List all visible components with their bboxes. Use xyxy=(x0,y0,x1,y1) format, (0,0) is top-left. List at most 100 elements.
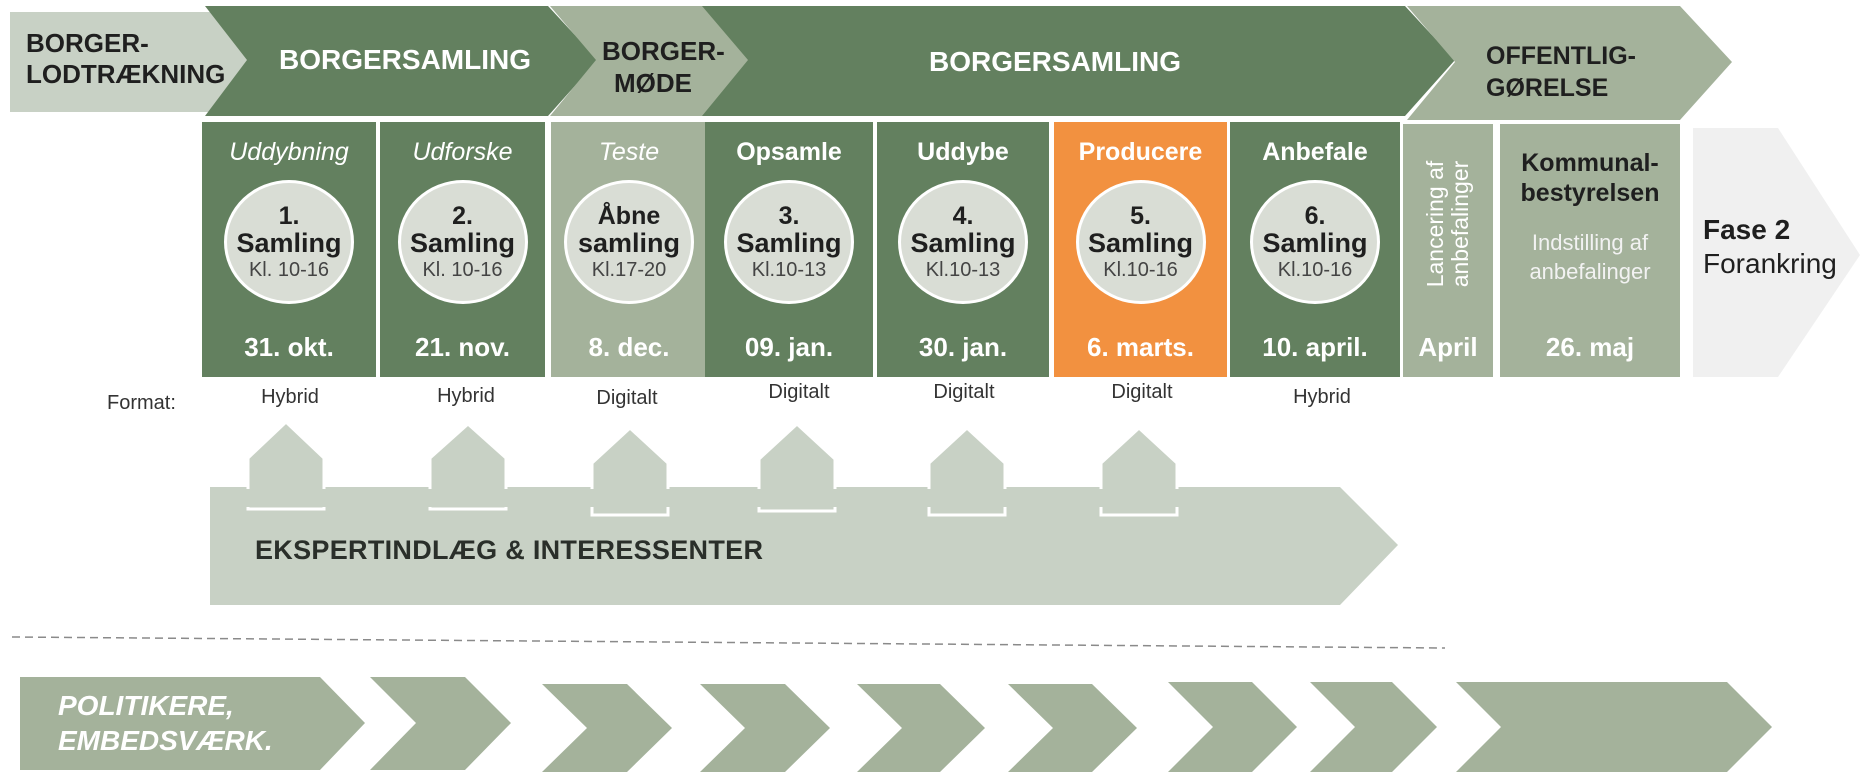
session-head: Opsamle xyxy=(736,138,842,166)
label-borger-lodtraekning: BORGER- LODTRÆKNING xyxy=(26,28,225,90)
politikere-chevron-2 xyxy=(542,684,672,772)
label-offentliggorelse-line1: OFFENTLIG- xyxy=(1486,42,1636,70)
kommunal-sub-line1: Indstilling af xyxy=(1531,230,1649,255)
fase2-label: Fase 2 Forankring xyxy=(1703,213,1837,281)
format-value-7: Hybrid xyxy=(1293,386,1351,408)
session-date: 30. jan. xyxy=(918,332,1008,362)
label-borgermode-line2: MØDE xyxy=(614,68,692,98)
format-value-3: Digitalt xyxy=(596,387,658,409)
session-time: Kl.10-16 xyxy=(1103,258,1178,281)
kommunal-sub: Indstilling af anbefalinger xyxy=(1500,228,1680,286)
session-box-7: Anbefale 6. Samling Kl.10-16 10. april. xyxy=(1230,122,1400,377)
label-borgersamling-1: BORGERSAMLING xyxy=(279,44,531,75)
lancering-box: Lancering af anbefalinger April xyxy=(1403,124,1493,377)
politikere-line1: POLITIKERE, xyxy=(58,690,234,721)
politikere-arrow-end xyxy=(1456,682,1772,772)
format-label: Format: xyxy=(107,392,176,414)
session-date: 31. okt. xyxy=(244,332,334,362)
session-circle: 4. Samling Kl.10-13 xyxy=(898,180,1028,304)
session-box-5: Uddybe 4. Samling Kl.10-13 30. jan. xyxy=(877,122,1049,377)
session-box-1: Uddybning 1. Samling Kl. 10-16 31. okt. xyxy=(202,122,376,377)
dashed-separator xyxy=(11,636,1446,649)
politikere-chevron-5 xyxy=(1008,684,1137,772)
label-offentliggorelse-line2: GØRELSE xyxy=(1486,74,1609,102)
fase2-sub: Forankring xyxy=(1703,248,1837,279)
session-time: Kl. 10-16 xyxy=(248,258,330,281)
session-label: Samling xyxy=(736,228,842,259)
label-offentliggorelse: OFFENTLIG- GØRELSE xyxy=(1486,40,1636,104)
format-value-6: Digitalt xyxy=(1111,381,1173,403)
session-time: Kl.10-13 xyxy=(751,258,827,281)
format-value-4: Digitalt xyxy=(768,381,830,403)
session-head: Teste xyxy=(598,138,660,166)
session-circle: 3. Samling Kl.10-13 xyxy=(724,180,854,304)
label-borgermode-line1: BORGER- xyxy=(602,36,725,66)
lancering-vertical-text: Lancering af anbefalinger xyxy=(1422,160,1473,288)
politikere-chevron-4 xyxy=(857,684,985,772)
kommunal-date: 26. maj xyxy=(1545,332,1635,362)
session-circle: 5. Samling Kl.10-16 xyxy=(1075,180,1206,304)
session-label: Samling xyxy=(236,228,342,259)
label-borger-lodtraekning-line1: BORGER- xyxy=(26,28,149,58)
session-number: 6. xyxy=(1304,202,1326,231)
politikere-chevron-3 xyxy=(700,684,830,772)
session-head: Uddybe xyxy=(917,138,1009,166)
politikere-label: POLITIKERE, EMBEDSVÆRK. xyxy=(58,688,273,758)
session-head: Producere xyxy=(1078,138,1203,166)
session-label: Samling xyxy=(1087,228,1194,259)
politikere-chevron-1 xyxy=(370,677,511,770)
label-borgermode: BORGER- MØDE xyxy=(602,35,725,99)
session-box-3: Teste Åbne samling Kl.17-20 8. dec. xyxy=(551,122,707,377)
session-time: Kl.10-16 xyxy=(1277,258,1353,281)
session-circle: 2. Samling Kl. 10-16 xyxy=(397,180,528,304)
session-date: 21. nov. xyxy=(415,332,510,362)
session-head: Uddybning xyxy=(229,138,349,166)
session-date: 8. dec. xyxy=(588,332,670,362)
lancering-line1: Lancering af xyxy=(1422,160,1448,288)
session-number: 5. xyxy=(1130,202,1151,231)
format-value-1: Hybrid xyxy=(261,386,319,408)
session-box-4: Opsamle 3. Samling Kl.10-13 09. jan. xyxy=(705,122,873,377)
politikere-arrow-start xyxy=(20,677,365,770)
session-date: 6. marts. xyxy=(1087,332,1194,362)
phase-arrow-offentliggorelse xyxy=(1407,6,1732,120)
lancering-date: April xyxy=(1418,332,1478,362)
session-circle: 1. Samling Kl. 10-16 xyxy=(224,180,354,304)
phase-arrow-fase2 xyxy=(1693,128,1860,377)
kommunal-title-line2: bestyrelsen xyxy=(1520,179,1660,207)
house-marker-2 xyxy=(428,421,508,511)
session-number: 2. xyxy=(452,202,473,231)
session-time: Kl.17-20 xyxy=(591,258,667,281)
label-borger-lodtraekning-line2: LODTRÆKNING xyxy=(26,59,226,89)
session-number: 1. xyxy=(278,202,300,231)
session-box-2: Udforske 2. Samling Kl. 10-16 21. nov. xyxy=(380,122,545,377)
session-date: 10. april. xyxy=(1262,332,1368,362)
phase-arrow-borgersamling-2 xyxy=(702,6,1455,116)
phase-arrow-borgersamling-1 xyxy=(205,6,598,116)
session-number: 4. xyxy=(952,202,974,231)
format-value-2: Hybrid xyxy=(437,385,495,407)
session-head: Anbefale xyxy=(1262,138,1368,166)
phase-arrow-borgermode xyxy=(550,6,752,116)
session-number: Åbne xyxy=(597,202,661,231)
session-label: samling xyxy=(577,228,681,259)
kommunal-box: Kommunal- bestyrelsen Indstilling af anb… xyxy=(1500,124,1680,377)
ekspert-band-cover xyxy=(212,489,1332,507)
session-label: Samling xyxy=(910,228,1016,259)
session-circle: Åbne samling Kl.17-20 xyxy=(564,180,694,304)
politikere-line2: EMBEDSVÆRK. xyxy=(58,725,273,756)
fase2-title: Fase 2 xyxy=(1703,214,1791,245)
session-time: Kl.10-13 xyxy=(925,258,1001,281)
session-number: 3. xyxy=(778,202,800,231)
session-box-6: Producere 5. Samling Kl.10-16 6. marts. xyxy=(1054,122,1227,377)
kommunal-title-line1: Kommunal- xyxy=(1521,149,1659,177)
ekspert-label: EKSPERTINDLÆG & INTERESSENTER xyxy=(255,535,764,565)
session-head: Udforske xyxy=(412,138,513,166)
format-value-5: Digitalt xyxy=(933,381,995,403)
kommunal-sub-line2: anbefalinger xyxy=(1529,259,1651,284)
house-marker-1 xyxy=(246,419,326,511)
politikere-chevron-6 xyxy=(1168,682,1297,772)
session-label: Samling xyxy=(1262,228,1368,259)
session-label: Samling xyxy=(409,228,516,259)
